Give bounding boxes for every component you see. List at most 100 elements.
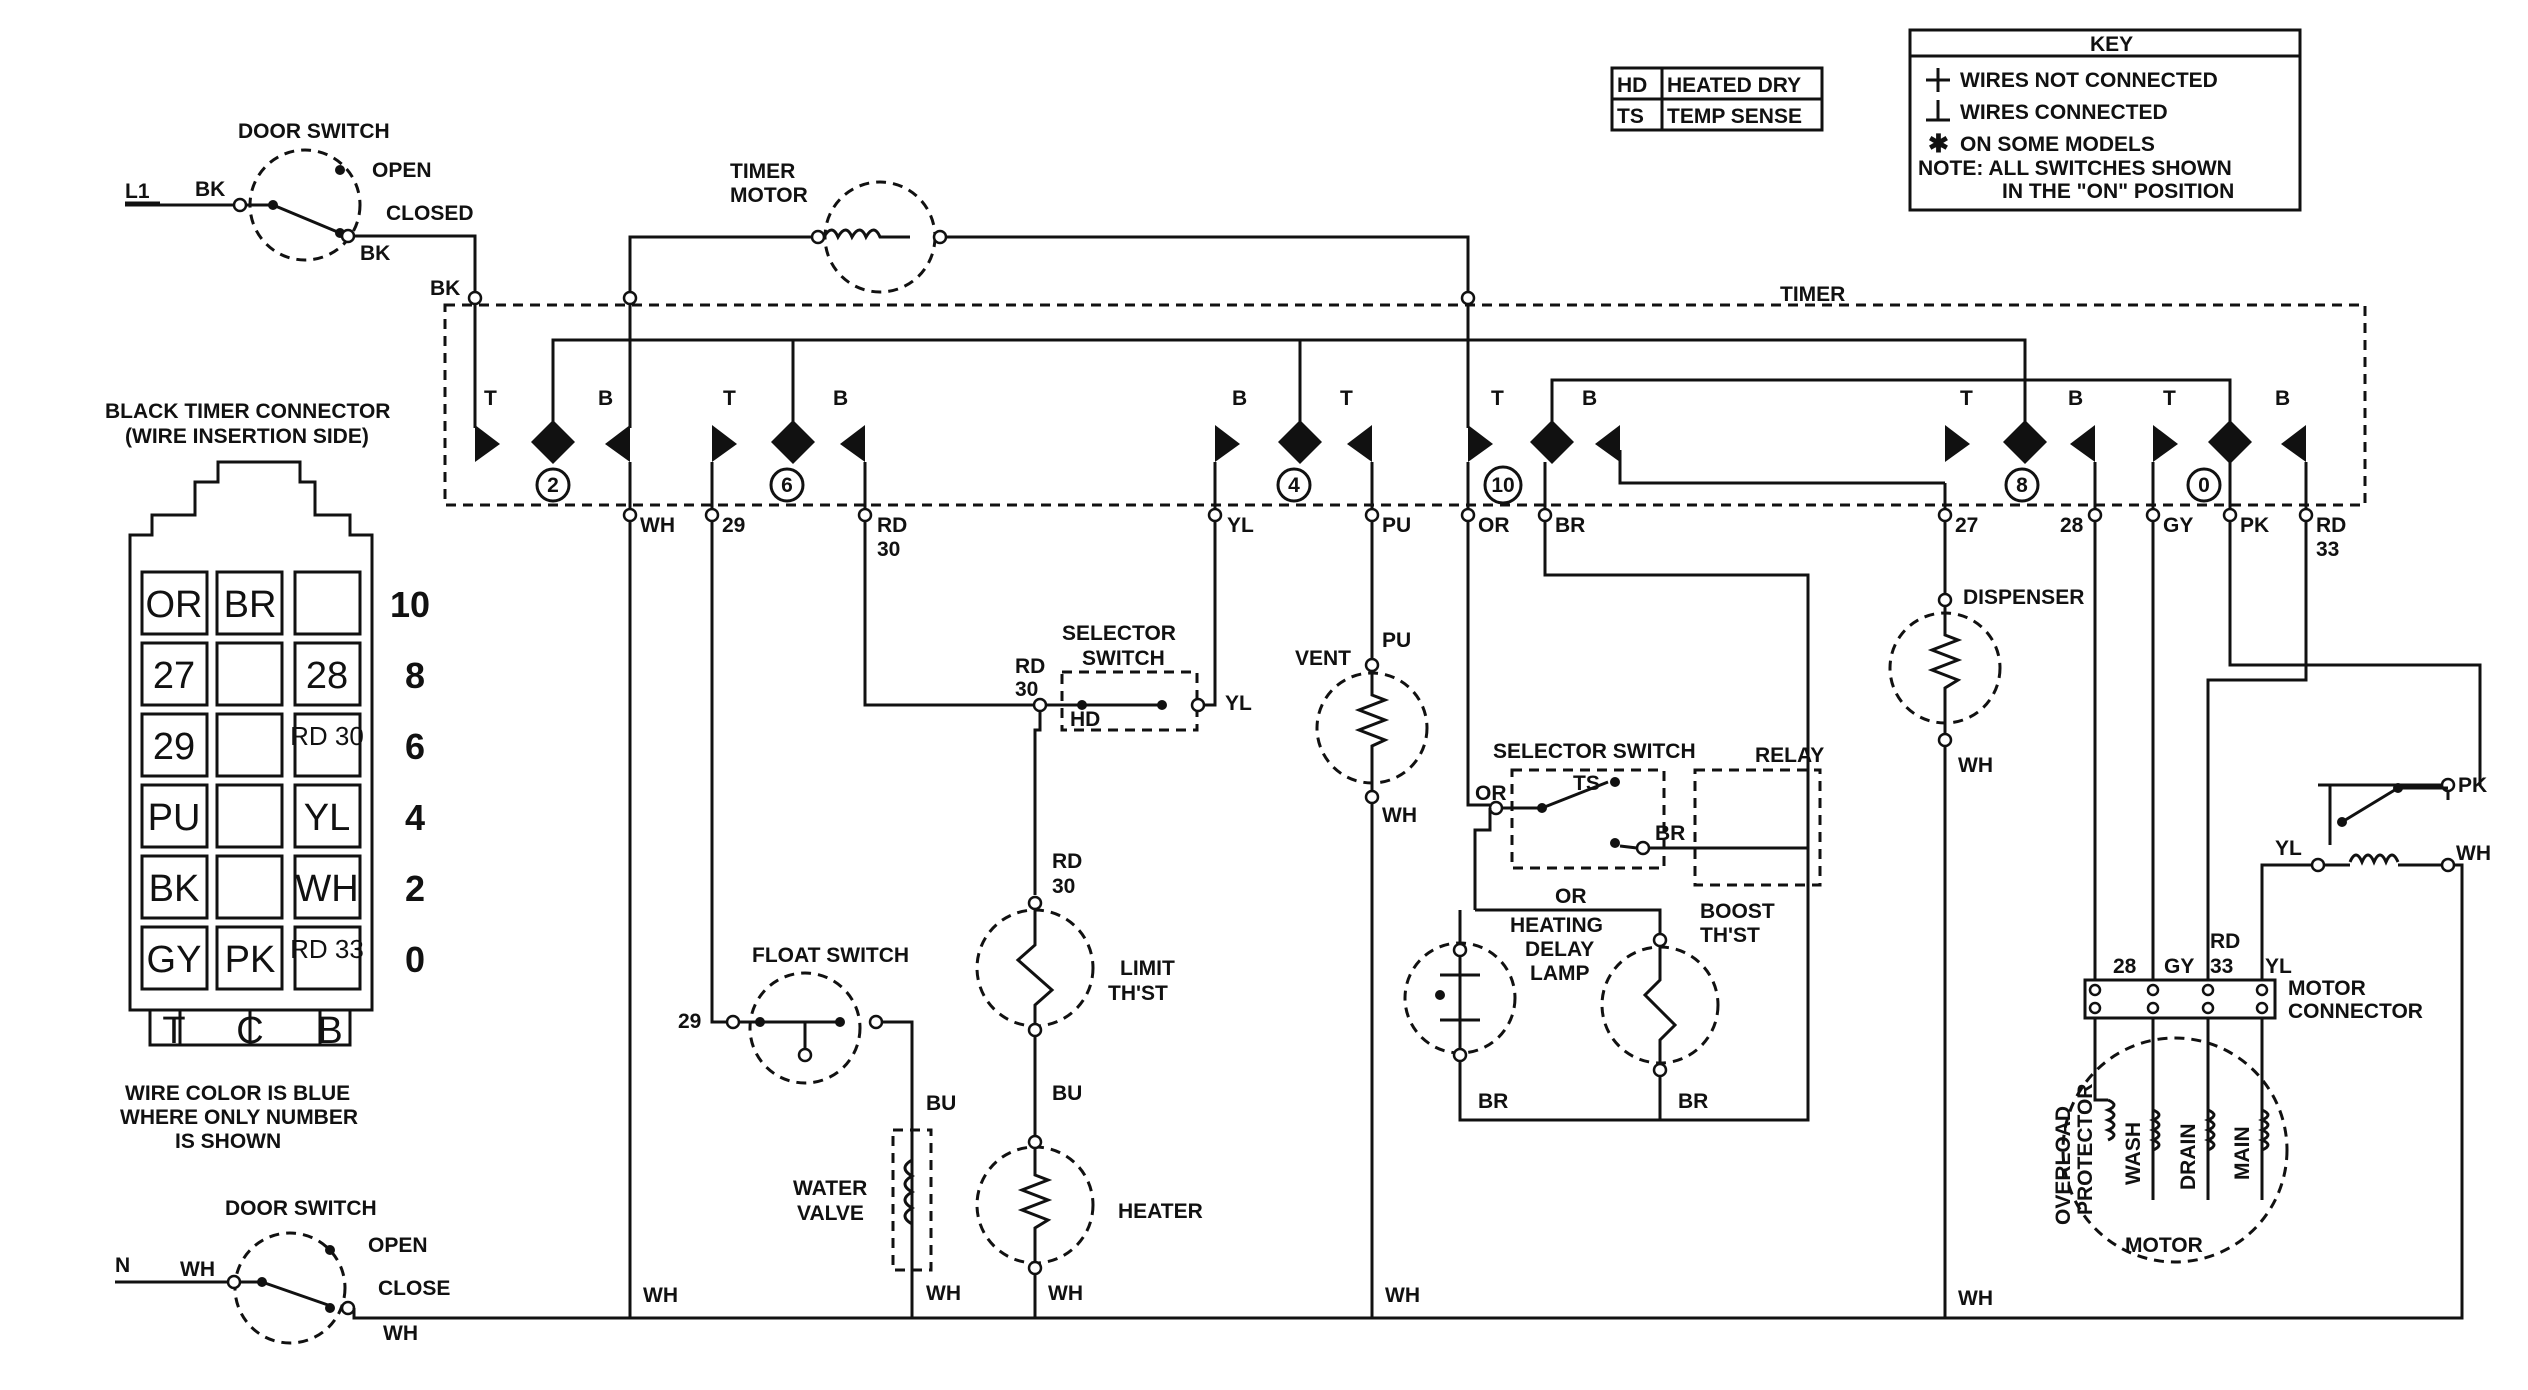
motor-connector-label-2: CONNECTOR: [2288, 1000, 2423, 1023]
water-valve-label-2: VALVE: [797, 1202, 864, 1225]
connector-row-number: 8: [405, 655, 425, 696]
terminal-b-10: [1595, 425, 1620, 462]
key-note-line-2: IN THE "ON" POSITION: [2002, 180, 2234, 203]
wh-label: WH: [643, 1284, 678, 1307]
connector-cell: 29: [153, 726, 195, 768]
28-label: 28: [2113, 955, 2137, 978]
legend-code-hd: HD: [1617, 74, 1647, 97]
limit-label-2: TH'ST: [1108, 982, 1168, 1005]
bk-label: BK: [195, 178, 225, 201]
terminal-t-4: [1347, 425, 1372, 462]
timer-title: TIMER: [1780, 283, 1845, 306]
connector-cell: WH: [295, 868, 358, 910]
hd-label: HD: [1070, 708, 1100, 731]
heating-label-3: LAMP: [1530, 962, 1590, 985]
circle-number: 8: [2016, 474, 2028, 497]
legend-code-ts: TS: [1617, 105, 1644, 128]
terminal-t-2: [475, 425, 500, 462]
terminal-common-4: [1278, 420, 1322, 464]
connector-row-number: 4: [405, 797, 425, 838]
wire-or: OR: [1478, 514, 1510, 537]
selector-switch-label-1: SELECTOR: [1062, 622, 1176, 645]
wh-label: WH: [926, 1282, 961, 1305]
door-switch-bottom-label: DOOR SWITCH: [225, 1197, 377, 1220]
terminal-b-0: [2281, 425, 2306, 462]
boost-label-1: BOOST: [1700, 900, 1775, 923]
motor-connector-label-1: MOTOR: [2288, 977, 2366, 1000]
vent: VENT PU WH: [1295, 629, 1429, 1305]
wire-gy: GY: [2163, 514, 2193, 537]
drain-label: DRAIN: [2177, 1124, 2200, 1191]
wire-color-note-1: WIRE COLOR IS BLUE: [125, 1082, 350, 1105]
key-note-line-1: NOTE: ALL SWITCHES SHOWN: [1918, 157, 2232, 180]
main-label: MAIN: [2231, 1126, 2254, 1180]
closed-label: CLOSED: [386, 202, 474, 225]
circle-number: 0: [2198, 474, 2210, 497]
relay: RELAY PK YL WH: [1693, 744, 2491, 1320]
30-label: 30: [1015, 678, 1038, 701]
connected-icon: [1926, 100, 1950, 122]
wh-label: WH: [1385, 1284, 1420, 1307]
key-row-connected: WIRES CONNECTED: [1960, 101, 2168, 124]
selector-switch-full-label: SELECTOR SWITCH: [1493, 740, 1696, 763]
yl-label: YL: [1225, 692, 1252, 715]
not-connected-icon: [1926, 68, 1950, 92]
key-box: KEY WIRES NOT CONNECTED WIRES CONNECTED …: [1908, 28, 2302, 212]
connector-cell: BK: [149, 868, 200, 910]
wh-label: WH: [2456, 842, 2491, 865]
or-label: OR: [1475, 782, 1507, 805]
terminal-t-0: [2153, 425, 2178, 462]
open-label-top: OPEN: [372, 159, 432, 182]
motor-connector: 28 GY RD 33 YL MOTOR CONNECTOR: [2083, 930, 2423, 1023]
tcb-label: B: [833, 387, 848, 410]
heater: HEATER WH: [975, 1134, 1203, 1305]
limit-thermostat: RD 30 LIMIT TH'ST BU: [975, 850, 1175, 1135]
tcb-label: B: [1232, 387, 1247, 410]
open-label-bottom: OPEN: [368, 1234, 428, 1257]
terminal-b-4: [1215, 425, 1240, 462]
door-switch-top: DOOR SWITCH L1 BK OPEN CLOSED BK BK: [125, 120, 483, 428]
dispenser: DISPENSER WH: [1888, 586, 2084, 1305]
heating-label-2: DELAY: [1525, 938, 1594, 961]
key-row-some-models: ON SOME MODELS: [1960, 133, 2155, 156]
door-switch-bottom: DOOR SWITCH N WH OPEN CLOSE WH WH WH WH: [115, 1197, 1993, 1345]
yl-label: YL: [2275, 837, 2302, 860]
water-valve-label-1: WATER: [793, 1177, 867, 1200]
tcb-label: T: [2163, 387, 2176, 410]
wire-29: 29: [722, 514, 745, 537]
key-row-not-connected: WIRES NOT CONNECTED: [1960, 69, 2218, 92]
gy-label: GY: [2164, 955, 2194, 978]
wire-pu: PU: [1382, 514, 1411, 537]
or-label: OR: [1555, 885, 1587, 908]
wh-label: WH: [383, 1322, 418, 1345]
tcb-label: B: [1582, 387, 1597, 410]
rd-label: RD: [1015, 655, 1045, 678]
timer-motor-label-1: TIMER: [730, 160, 795, 183]
float-switch: FLOAT SWITCH 29: [678, 944, 914, 1305]
connector-row-number: 6: [405, 726, 425, 767]
timer-tcb-labels: T B T B B T T B T B T B: [484, 387, 2290, 410]
br-label: BR: [1655, 822, 1685, 845]
wire-color-note-3: IS SHOWN: [175, 1130, 281, 1153]
wire-color-note-2: WHERE ONLY NUMBER: [120, 1106, 358, 1129]
legend-meaning-temp-sense: TEMP SENSE: [1667, 105, 1802, 128]
asterisk-icon: ✱: [1928, 130, 1949, 158]
wire-pk: PK: [2240, 514, 2269, 537]
terminal-common-0: [2208, 420, 2252, 464]
float-switch-label: FLOAT SWITCH: [752, 944, 909, 967]
circle-number: 6: [781, 474, 793, 497]
connector-cell: BR: [224, 584, 277, 626]
water-valve: BU WATER VALVE WH: [793, 1092, 961, 1305]
tcb-label: B: [598, 387, 613, 410]
connector-row-number: 0: [405, 939, 425, 980]
tcb-label: T: [1340, 387, 1353, 410]
terminal-common-10: [1530, 420, 1574, 464]
wire-rd: RD: [877, 514, 907, 537]
tcb-label: T: [1491, 387, 1504, 410]
overload-label-2: PROTECTOR: [2074, 1084, 2097, 1215]
selector-switch-ts: SELECTOR SWITCH OR TS BR: [1473, 740, 1808, 910]
connector-column: B: [317, 1010, 342, 1052]
wire-27: 27: [1955, 514, 1978, 537]
circle-number: 2: [547, 474, 559, 497]
timer-terminals: [475, 420, 2306, 464]
